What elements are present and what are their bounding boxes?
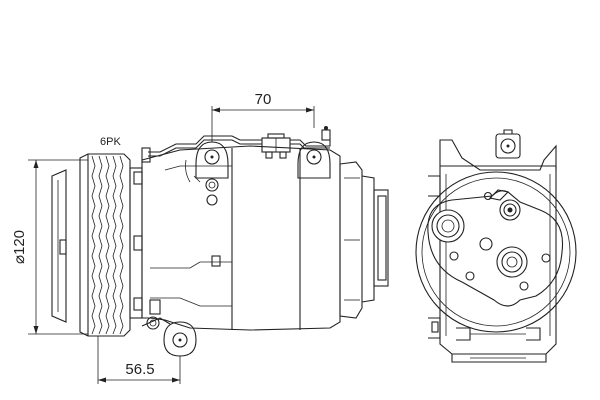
wire-harness [141,135,331,163]
dimension-70: 70 [211,91,315,142]
suction-port [431,209,465,243]
dimension-56-5: 56.5 [97,336,181,384]
electrical-connector [261,133,291,159]
rear-housing [339,161,389,319]
dimension-70-label: 70 [255,91,272,108]
pulley-grooves [91,155,124,335]
rear-manifold-plate [427,190,564,307]
discharge-port [496,246,528,278]
dimension-56-5-label: 56.5 [125,361,154,378]
side-view: 70 6PK ⌀120 56.5 [11,91,389,384]
rear-round-plate [415,171,577,333]
pulley [79,153,131,337]
pulley-front-plate [51,169,67,323]
top-mounting-ear-right [297,141,331,179]
dimension-diameter-120-label: ⌀120 [11,230,28,264]
top-mounting-ear-left [195,141,229,179]
connector-clip [321,126,331,141]
clutch-neck [129,167,143,319]
bottom-mounting-ear [141,316,197,357]
body-bolt-lower [206,194,218,206]
dimension-diameter-120: ⌀120 [11,159,88,335]
rear-top-bracket [439,129,557,171]
belt-type-label: 6PK [100,136,121,148]
rear-bolt-holes [449,191,551,291]
compressor-body [141,145,341,331]
body-bolt-upper [205,178,219,192]
service-valve-top [499,199,521,221]
rear-view [415,129,577,363]
rear-manifold-nozzle [488,189,510,201]
